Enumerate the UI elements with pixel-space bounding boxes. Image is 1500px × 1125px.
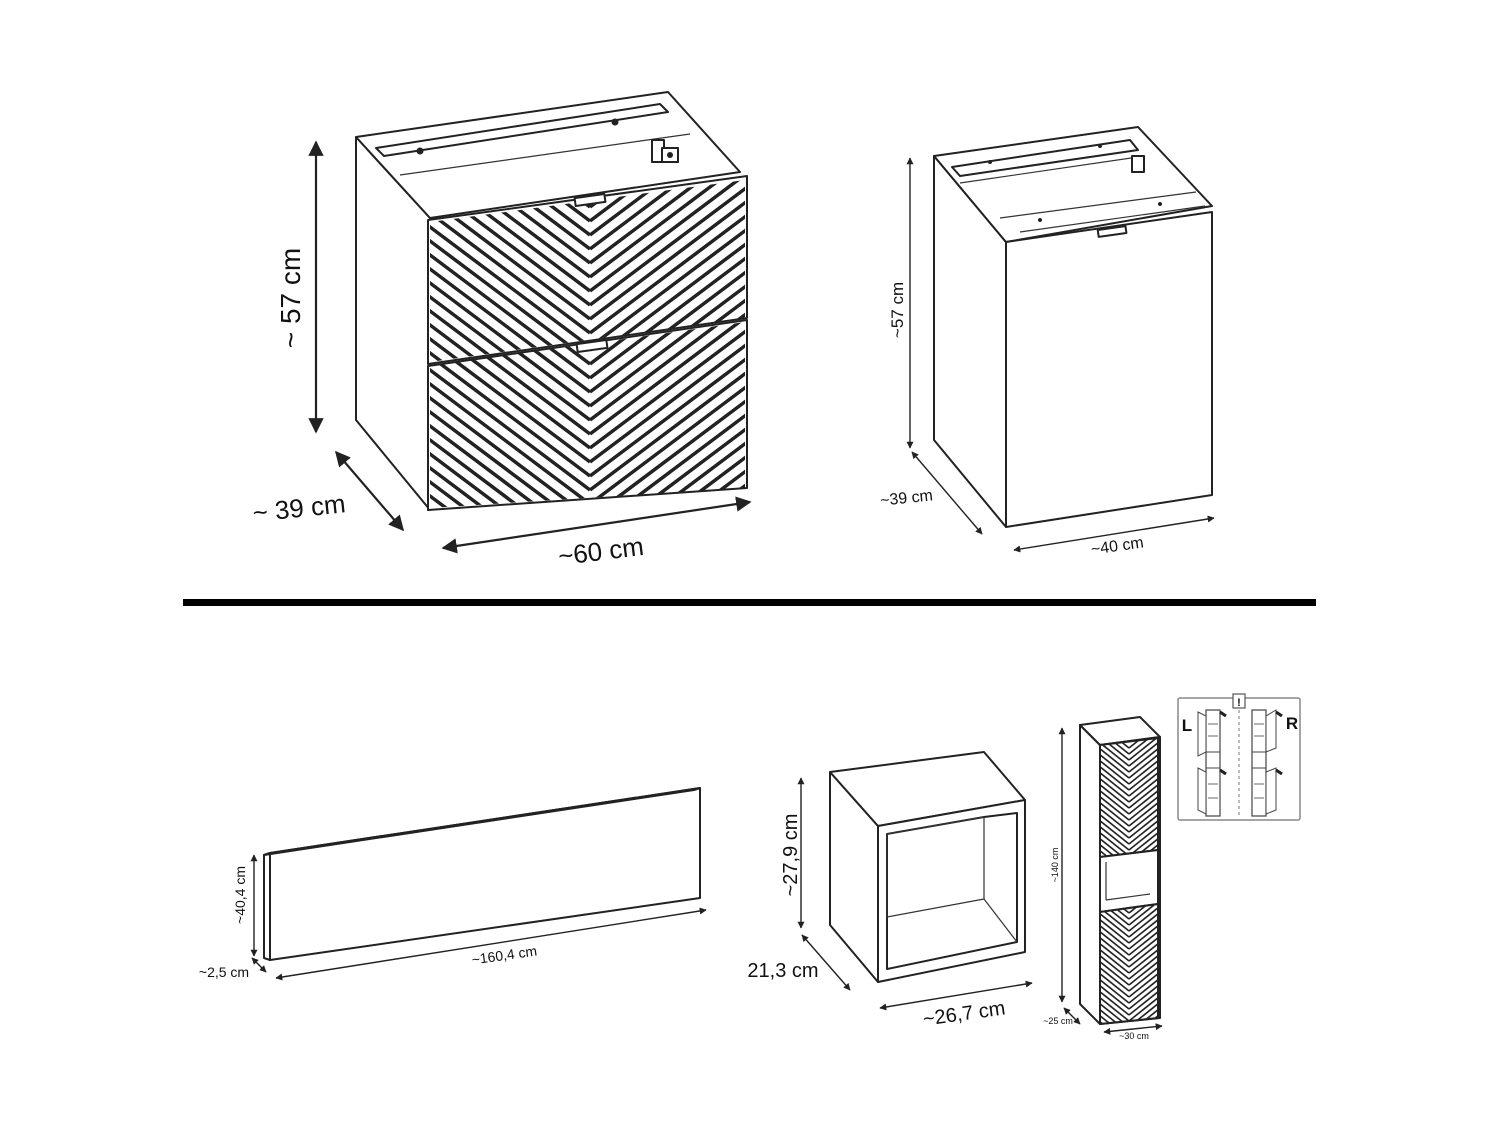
tall-cabinet bbox=[1079, 716, 1161, 1025]
vanity-40-mounting-bracket-icon bbox=[1131, 155, 1145, 173]
tall-cabinet-lower-door[interactable] bbox=[1099, 903, 1159, 1025]
vanity-60-hole bbox=[611, 118, 619, 126]
vanity-60-mounting-bracket-icon bbox=[651, 139, 679, 163]
panel-height-label: ~40,4 cm bbox=[232, 866, 248, 924]
panel-depth-arrow bbox=[251, 957, 267, 973]
vanity-40-width-arrow bbox=[1013, 515, 1215, 553]
shelf-width-arrow bbox=[879, 980, 1033, 1011]
panel-depth-label: ~2,5 cm bbox=[199, 964, 249, 980]
vanity-60-cabinet bbox=[355, 91, 748, 511]
shelf-width-label: ~26,7 cm bbox=[922, 997, 1007, 1030]
vanity-60-drawer-bottom-handle[interactable] bbox=[575, 338, 609, 354]
orientation-right-letter: R bbox=[1286, 714, 1298, 733]
vanity-60-drawer-top-pattern bbox=[430, 180, 745, 362]
section-divider bbox=[183, 599, 1316, 606]
right-hinged-cabinet-icon bbox=[1251, 709, 1283, 817]
shelf-cube bbox=[829, 751, 1026, 983]
vanity-60-back-rail bbox=[355, 91, 741, 219]
orientation-inset: ! L R bbox=[1177, 693, 1301, 821]
tall-cabinet-open-niche bbox=[1099, 849, 1159, 913]
tall-cabinet-depth-label: ~25 cm bbox=[1043, 1016, 1073, 1026]
orientation-left-letter: L bbox=[1182, 716, 1192, 735]
vanity-40-cabinet bbox=[933, 126, 1213, 528]
vanity-60-height-label: ~ 57 cm bbox=[275, 248, 306, 348]
vanity-60-hole bbox=[416, 147, 424, 155]
tall-cabinet-width-label: ~30 cm bbox=[1119, 1031, 1149, 1041]
vanity-60-drawer-top-handle[interactable] bbox=[573, 192, 607, 208]
shelf-height-label: ~27,9 cm bbox=[780, 814, 802, 897]
panel-width-arrow bbox=[275, 907, 707, 981]
vanity-60-drawer-bottom[interactable] bbox=[427, 319, 748, 511]
vanity-40-width-label: ~40 cm bbox=[1090, 534, 1145, 558]
vanity-40-depth-arrow bbox=[911, 451, 983, 535]
vanity-40-height-label: ~57 cm bbox=[888, 282, 907, 338]
vanity-60-depth-label: ~ 39 cm bbox=[251, 488, 347, 528]
tall-cabinet-height-label: ~140 cm bbox=[1050, 848, 1060, 883]
shelf-depth-arrow bbox=[801, 934, 851, 991]
vanity-60-width-label: ~60 cm bbox=[556, 531, 645, 571]
vanity-60-depth-arrow bbox=[334, 450, 405, 532]
wall-panel bbox=[263, 787, 701, 961]
vanity-40-door[interactable] bbox=[1005, 211, 1213, 528]
shelf-depth-label: 21,3 cm bbox=[747, 960, 818, 982]
left-hinged-cabinet-icon bbox=[1197, 709, 1227, 817]
tall-cabinet-width-arrow bbox=[1103, 1023, 1163, 1035]
orientation-warning-mark: ! bbox=[1237, 697, 1241, 709]
tall-cabinet-depth-arrow bbox=[1063, 1007, 1081, 1025]
vanity-40-door-handle[interactable] bbox=[1096, 225, 1128, 238]
vanity-40-depth-label: ~39 cm bbox=[879, 487, 933, 509]
warning-icon bbox=[1232, 693, 1246, 709]
vanity-60-width-arrow bbox=[441, 496, 752, 554]
